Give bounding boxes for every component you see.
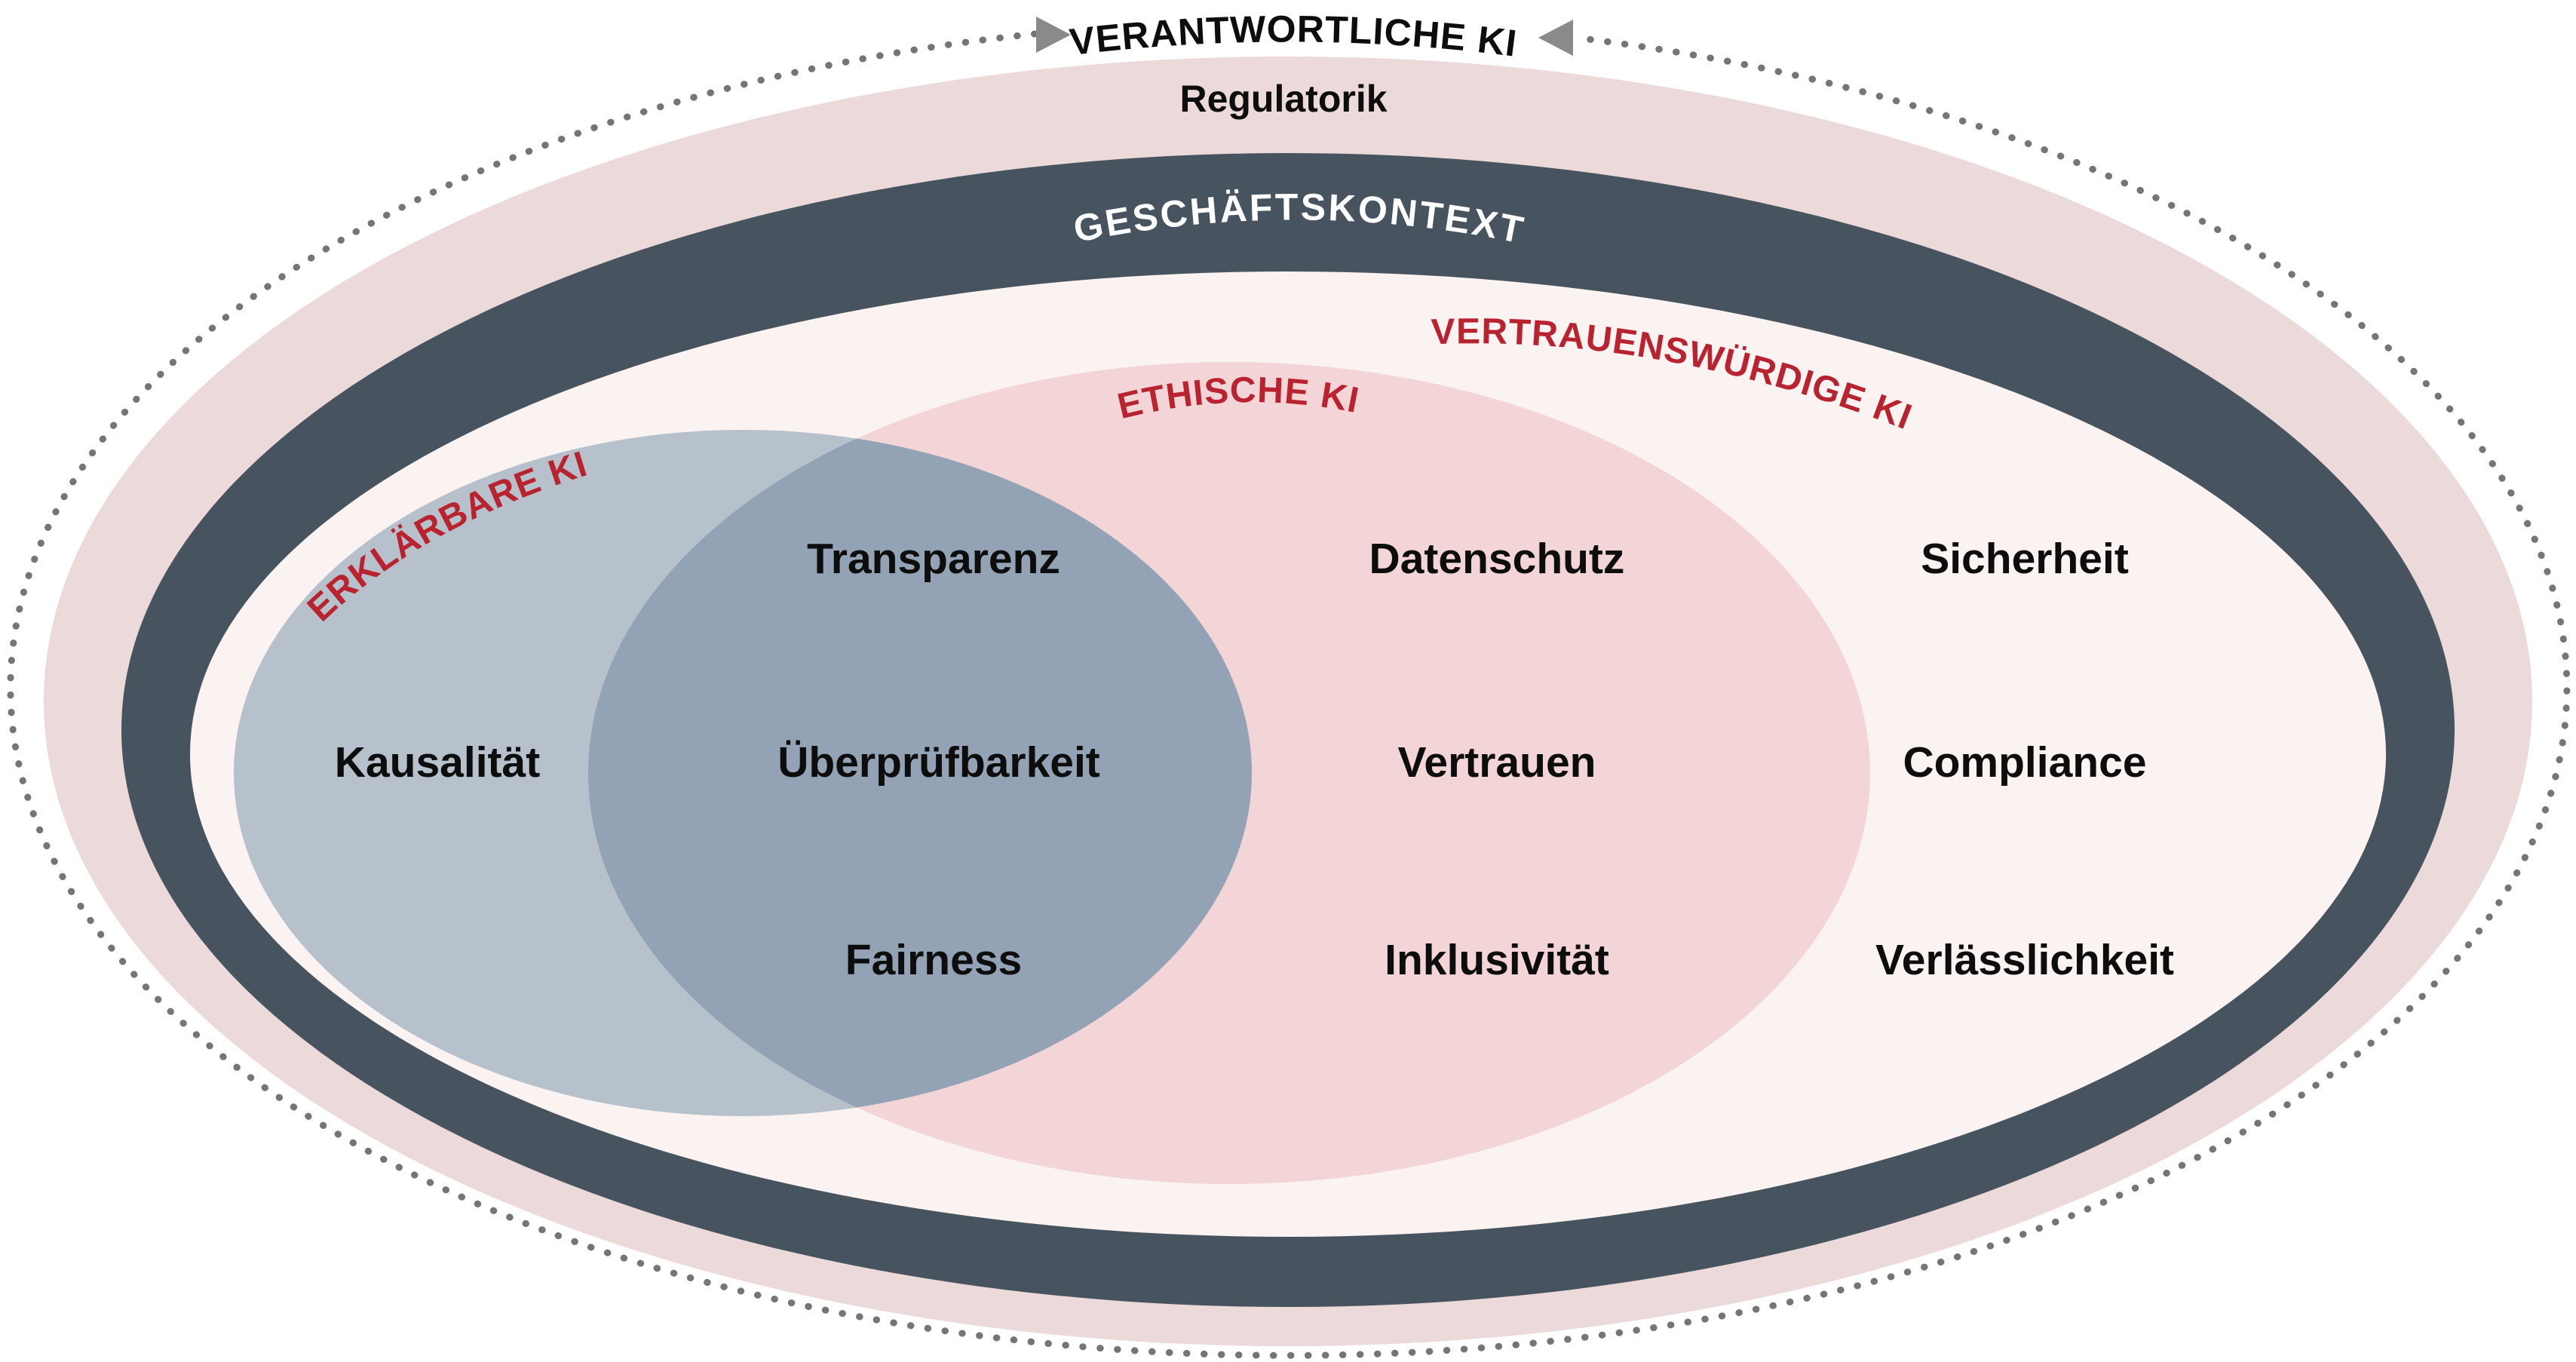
arrowhead-right-icon [1538,20,1573,56]
item-inklusivitaet: Inklusivität [1385,936,1609,984]
responsible-ai-dotted-boundary [7,30,2571,1359]
item-compliance: Compliance [1903,738,2146,787]
item-fairness: Fairness [845,936,1022,984]
item-vertrauen: Vertrauen [1398,738,1596,787]
arrowhead-left-icon [1036,17,1071,53]
item-ueberpruefbarkeit: Überprüfbarkeit [777,738,1100,787]
item-sicherheit: Sicherheit [1921,535,2129,583]
intersection-region [588,430,1252,1116]
item-datenschutz: Datenschutz [1369,535,1625,583]
item-transparenz: Transparenz [807,535,1060,583]
item-verlaesslichkeit: Verlässlichkeit [1875,936,2174,984]
item-kausalitaet: Kausalität [335,738,540,787]
regulatorik-label: Regulatorik [1179,78,1387,120]
